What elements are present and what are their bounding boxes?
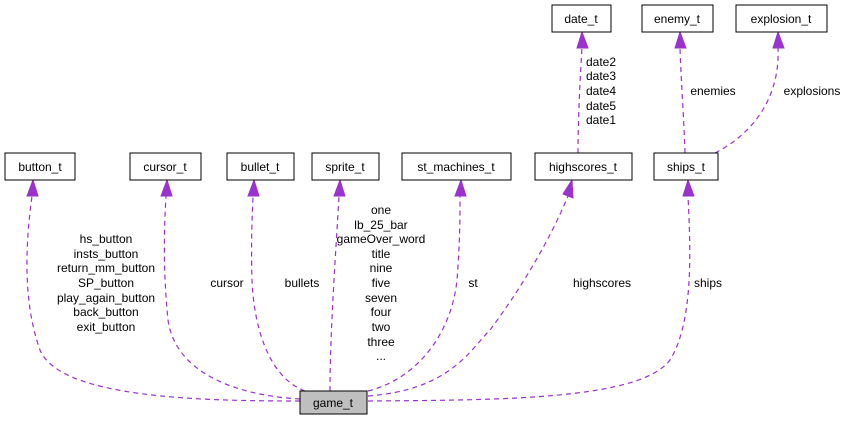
edge-label-line: nine: [370, 261, 393, 275]
edge-label-line: bullets: [285, 276, 320, 290]
edge-ships-to-game: [367, 178, 695, 402]
edge-label-line: date1: [586, 113, 616, 127]
edge-label-cursor: cursor: [210, 276, 243, 290]
edge-label-line: five: [372, 276, 391, 290]
node-label: button_t: [18, 160, 62, 174]
node-button-t[interactable]: button_t: [4, 152, 76, 181]
edge-sprite-to-game: [329, 178, 346, 392]
edge-label-bullet: bullets: [285, 276, 320, 290]
node-explosion-t[interactable]: explosion_t: [735, 4, 828, 33]
edge-label-line: play_again_button: [57, 291, 155, 305]
edge-label-highscores: highscores: [573, 276, 631, 290]
node-label: bullet_t: [241, 160, 280, 174]
edge-label-line: date3: [586, 69, 616, 83]
edge-label-explosion: explosions: [784, 84, 841, 98]
edge-st-to-game: [367, 178, 467, 392]
edge-label-line: insts_button: [74, 247, 139, 261]
node-ships-t[interactable]: ships_t: [653, 152, 719, 181]
node-label: st_machines_t: [417, 160, 495, 174]
edge-enemy-to-ships: [674, 30, 687, 154]
edge-label-line: seven: [365, 291, 397, 305]
edge-label-line: one: [371, 203, 391, 217]
node-cursor-t[interactable]: cursor_t: [129, 152, 202, 181]
node-label: enemy_t: [654, 12, 701, 26]
edge-label-button: hs_button insts_button return_mm_button …: [57, 232, 155, 334]
edge-label-enemy: enemies: [690, 84, 735, 98]
node-enemy-t[interactable]: enemy_t: [641, 4, 714, 33]
edge-label-line: four: [371, 305, 392, 319]
edge-label-st: st: [468, 276, 478, 290]
edge-explosion-to-ships: [714, 30, 785, 154]
node-highscores-t[interactable]: highscores_t: [534, 152, 633, 181]
edge-label-line: return_mm_button: [57, 261, 155, 275]
node-label: ships_t: [667, 160, 706, 174]
edge-highscores-to-game: [367, 178, 574, 397]
edge-label-line: date2: [586, 55, 616, 69]
edge-label-line: three: [367, 335, 395, 349]
edge-label-line: hs_button: [80, 232, 133, 246]
edge-label-line: SP_button: [78, 276, 134, 290]
node-sprite-t[interactable]: sprite_t: [311, 152, 380, 181]
node-label: sprite_t: [325, 160, 365, 174]
node-game-t[interactable]: game_t: [299, 390, 368, 415]
edge-label-line: title: [372, 247, 391, 261]
edge-label-line: exit_button: [77, 320, 136, 334]
edge-label-line: gameOver_word: [337, 232, 426, 246]
edge-label-line: lb_25_bar: [354, 218, 407, 232]
node-label: highscores_t: [549, 160, 618, 174]
edge-date-to-highscores: [576, 30, 589, 154]
edge-label-line: date5: [586, 99, 616, 113]
edge-label-line: enemies: [690, 84, 735, 98]
edge-label-line: two: [372, 320, 391, 334]
edge-label-line: st: [468, 276, 478, 290]
edge-label-line: ships: [694, 276, 722, 290]
edge-label-line: back_button: [73, 305, 138, 319]
edge-label-date: date2 date3 date4 date5 date1: [586, 55, 616, 127]
edge-label-line: cursor: [210, 276, 243, 290]
edge-label-line: date4: [586, 84, 616, 98]
node-label: game_t: [313, 396, 354, 410]
edge-label-line: ...: [376, 349, 386, 363]
node-label: date_t: [564, 12, 598, 26]
edge-cursor-to-game: [160, 178, 301, 400]
edge-label-line: explosions: [784, 84, 841, 98]
edge-label-ships: ships: [694, 276, 722, 290]
node-st-machines-t[interactable]: st_machines_t: [401, 152, 512, 181]
edge-label-sprite: one lb_25_bar gameOver_word title nine f…: [337, 203, 426, 363]
node-bullet-t[interactable]: bullet_t: [226, 152, 295, 181]
node-label: cursor_t: [143, 160, 187, 174]
edge-button-to-game: [26, 178, 301, 402]
node-label: explosion_t: [751, 12, 812, 26]
edge-label-line: highscores: [573, 276, 631, 290]
node-date-t[interactable]: date_t: [551, 4, 612, 33]
edge-bullet-to-game: [247, 178, 306, 392]
